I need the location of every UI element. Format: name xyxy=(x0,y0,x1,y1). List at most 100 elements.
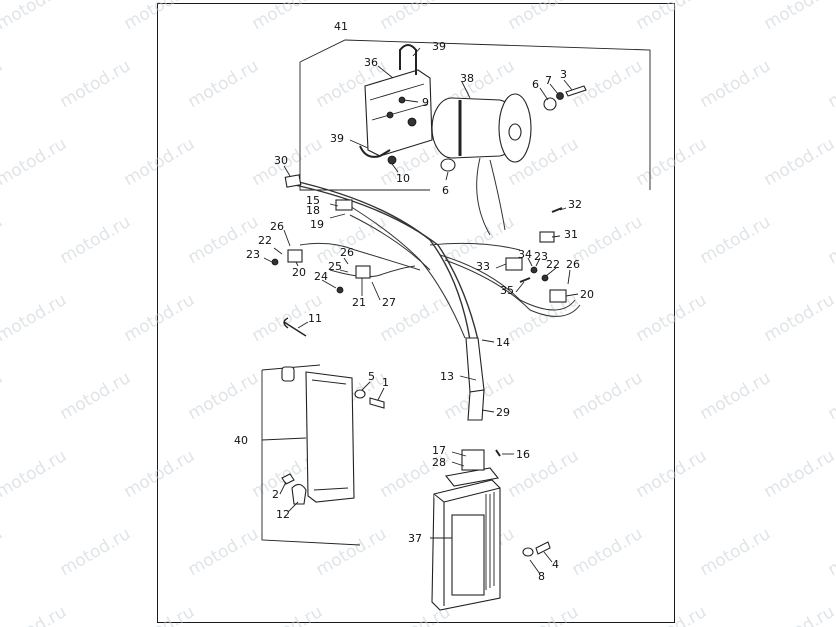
watermark-text: motod.ru xyxy=(761,602,836,627)
callout-8: 8 xyxy=(538,570,545,583)
u-bolt-39-lower xyxy=(359,145,391,158)
watermark-text: motod.ru xyxy=(761,134,836,190)
callout-23-a: 23 xyxy=(246,248,260,261)
connector-31 xyxy=(539,231,555,243)
watermark-text: motod.ru xyxy=(505,602,583,627)
watermark-text: motod.ru xyxy=(697,212,775,268)
watermark-text: motod.ru xyxy=(761,290,836,346)
watermark-text: motod.ru xyxy=(633,446,711,502)
callout-1: 1 xyxy=(382,376,389,389)
callout-40: 40 xyxy=(234,434,248,447)
callout-30: 30 xyxy=(274,154,288,167)
watermark-text: motod.ru xyxy=(633,602,711,627)
callout-6-top: 6 xyxy=(532,78,539,91)
washer-5 xyxy=(354,389,366,399)
bolt-4 xyxy=(535,541,551,555)
callout-38: 38 xyxy=(460,72,474,85)
grommet-24 xyxy=(336,286,344,294)
washer-6-top xyxy=(543,97,557,111)
callout-29: 29 xyxy=(496,406,510,419)
watermark-text: motod.ru xyxy=(505,0,583,34)
watermark-text: motod.ru xyxy=(569,56,647,112)
callout-34: 34 xyxy=(518,248,532,261)
watermark-text: motod.ru xyxy=(185,56,263,112)
watermark-text: motod.ru xyxy=(761,446,836,502)
watermark-text: motod.ru xyxy=(0,0,70,34)
callout-3: 3 xyxy=(560,68,567,81)
callout-33: 33 xyxy=(476,260,490,273)
callout-37: 37 xyxy=(408,532,422,545)
callout-18: 18 xyxy=(306,204,320,217)
watermark-text: motod.ru xyxy=(0,290,70,346)
washer-6-lower xyxy=(440,158,456,172)
watermark-text: motod.ru xyxy=(249,0,327,34)
callout-labels: 41 39 36 38 9 6 7 3 39 10 6 30 15 18 19 … xyxy=(234,20,594,583)
watermark-text: motod.ru xyxy=(313,212,391,268)
bracket-36 xyxy=(364,69,433,157)
bolt-1 xyxy=(369,397,385,409)
callout-25: 25 xyxy=(328,260,342,273)
pin-35 xyxy=(519,277,531,283)
watermark-text: motod.ru xyxy=(121,290,199,346)
watermark-text: motod.ru xyxy=(185,368,263,424)
bolt-3 xyxy=(565,85,587,97)
watermark-text: motod.ru xyxy=(249,602,327,627)
callout-17: 17 xyxy=(432,444,446,457)
watermark-text: motod.ru xyxy=(57,212,135,268)
callout-27: 27 xyxy=(382,296,396,309)
watermark-text: motod.ru xyxy=(121,134,199,190)
callout-2: 2 xyxy=(272,488,279,501)
watermark-text: motod.ru xyxy=(569,368,647,424)
watermark-text: motod.ru xyxy=(0,134,70,190)
connector-20-left xyxy=(287,249,303,263)
watermark-text: motod.ru xyxy=(121,446,199,502)
callout-39-lower: 39 xyxy=(330,132,344,145)
nut-7 xyxy=(556,92,564,100)
callout-28: 28 xyxy=(432,456,446,469)
callout-23-b: 23 xyxy=(534,250,548,263)
callout-22-b: 22 xyxy=(546,258,560,271)
watermark-text: motod.ru xyxy=(825,212,836,268)
watermark-text: motod.ru xyxy=(0,212,6,268)
callout-26-a: 26 xyxy=(270,220,284,233)
cable-tie-11 xyxy=(283,317,307,337)
callout-13: 13 xyxy=(440,370,454,383)
watermark-text: motod.ru xyxy=(633,290,711,346)
watermark-text: motod.ru xyxy=(505,290,583,346)
callout-39-top: 39 xyxy=(432,40,446,53)
watermark-text: motod.ru xyxy=(825,524,836,580)
nut-10 xyxy=(387,155,397,165)
callout-20-b: 20 xyxy=(580,288,594,301)
pin-32 xyxy=(551,207,563,213)
callout-26-c: 26 xyxy=(566,258,580,271)
bolt-2 xyxy=(281,473,295,485)
watermark-text: motod.ru xyxy=(121,0,199,34)
watermark-text: motod.ru xyxy=(185,524,263,580)
washer-8 xyxy=(522,547,534,557)
callout-14: 14 xyxy=(496,336,510,349)
connector-21 xyxy=(355,265,371,279)
grommet-23-right xyxy=(530,266,538,274)
callout-32: 32 xyxy=(568,198,582,211)
callout-9: 9 xyxy=(422,96,429,109)
watermark-text: motod.ru xyxy=(569,212,647,268)
callout-16: 16 xyxy=(516,448,530,461)
watermark-text: motod.ru xyxy=(0,602,70,627)
watermark-text: motod.ru xyxy=(57,524,135,580)
clamp-12 xyxy=(291,483,307,505)
assembly-41-outline xyxy=(299,39,651,191)
horn-leads xyxy=(476,157,506,236)
callout-10: 10 xyxy=(396,172,410,185)
watermark-text: motod.ru xyxy=(697,368,775,424)
u-bolt-39-top xyxy=(399,44,417,75)
callout-26-b: 26 xyxy=(340,246,354,259)
watermark-text: motod.ru xyxy=(313,524,391,580)
callout-11: 11 xyxy=(308,312,322,325)
watermark-text: motod.ru xyxy=(0,368,6,424)
watermark-text: motod.ru xyxy=(121,602,199,627)
watermark-text: motod.ru xyxy=(57,56,135,112)
connector-15-18 xyxy=(335,199,353,211)
callout-19: 19 xyxy=(310,218,324,231)
connector-30 xyxy=(284,174,302,188)
